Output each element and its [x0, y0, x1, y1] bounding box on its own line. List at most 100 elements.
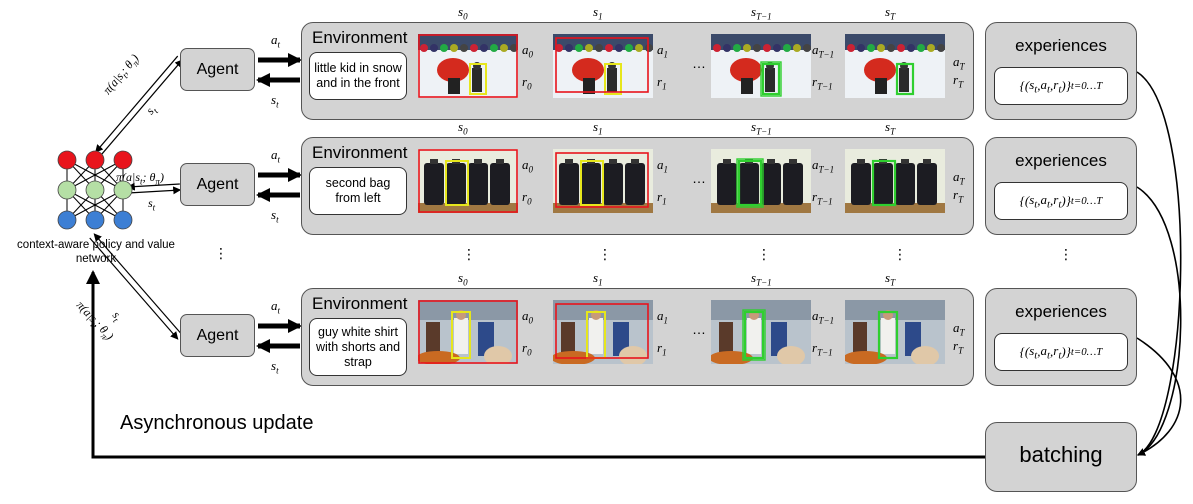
state-image-scene	[845, 149, 945, 213]
state-label: s0	[458, 270, 468, 288]
reward-label: rT−1	[812, 189, 833, 207]
agent-action-label: at	[271, 147, 281, 165]
state-image-scene	[711, 34, 811, 98]
action-label: a0	[522, 308, 533, 326]
referring-phrase: little kid in snow and in the front	[309, 52, 407, 100]
network-node	[57, 210, 77, 230]
state-label: s1	[593, 270, 603, 288]
experiences-formula: {(st, at, rt)}t=0…T	[994, 182, 1128, 220]
policy-network-label: context-aware policy and value network	[17, 239, 175, 265]
state-image-scene	[711, 149, 811, 213]
state-image	[553, 300, 653, 364]
agent-action-label: at	[271, 32, 281, 50]
reward-label: r1	[657, 74, 667, 92]
policy-arrow	[128, 186, 182, 195]
row-ellipsis: ⋮	[598, 247, 612, 263]
policy-state-label: st	[148, 196, 156, 213]
sequence-ellipsis: …	[692, 321, 706, 337]
reward-label: r1	[657, 340, 667, 358]
reward-label: r0	[522, 189, 532, 207]
action-label: a1	[657, 42, 668, 60]
policy-label: π(a|st; θπ)	[116, 170, 164, 187]
experiences-formula: {(st, at, rt)}t=0…T	[994, 67, 1128, 105]
state-label: sT−1	[751, 270, 772, 288]
experience-to-batching-curve	[1136, 186, 1182, 456]
state-image	[711, 300, 811, 364]
policy-network-icon	[57, 150, 133, 230]
state-image-scene	[845, 34, 945, 98]
row-ellipsis: ⋮	[1059, 247, 1073, 263]
agent-box: Agent	[180, 163, 255, 206]
network-node	[85, 210, 105, 230]
state-image	[711, 34, 811, 98]
network-node	[85, 150, 105, 170]
state-label: sT	[885, 4, 896, 22]
environment-title: Environment	[312, 294, 408, 313]
network-node	[113, 150, 133, 170]
network-node	[57, 150, 77, 170]
experiences-title: experiences	[1015, 302, 1107, 321]
state-label: sT−1	[751, 119, 772, 137]
action-label: a0	[522, 157, 533, 175]
state-image	[418, 300, 518, 364]
action-label: aT−1	[812, 308, 835, 326]
state-label: sT−1	[751, 4, 772, 22]
row-ellipsis: ⋮	[462, 247, 476, 263]
state-image-scene	[845, 300, 945, 364]
final-reward-label: rT	[953, 72, 964, 90]
state-image	[553, 149, 653, 213]
row-ellipsis: ⋮	[757, 247, 771, 263]
state-feedback-arrow	[95, 55, 179, 153]
experiences-formula: {(st, at, rt)}t=0…T	[994, 333, 1128, 371]
state-label: s0	[458, 119, 468, 137]
state-image-scene	[418, 34, 518, 98]
final-action-label: aT	[953, 54, 965, 72]
async-update-arrow	[86, 270, 985, 459]
policy-arrow	[89, 237, 179, 340]
state-image	[418, 34, 518, 98]
agent-column-ellipsis: ⋮	[214, 246, 228, 262]
final-action-label: aT	[953, 169, 965, 187]
reward-label: r0	[522, 74, 532, 92]
state-image-scene	[711, 300, 811, 364]
state-label: s0	[458, 4, 468, 22]
sequence-ellipsis: …	[692, 170, 706, 186]
reward-label: r0	[522, 340, 532, 358]
experience-to-batching-curve	[1136, 337, 1182, 456]
state-image	[553, 34, 653, 98]
state-image	[845, 149, 945, 213]
agent-state-label: st	[271, 358, 279, 376]
agent-action-label: at	[271, 298, 281, 316]
batching-label: batching	[1019, 442, 1103, 467]
state-label: sT	[885, 270, 896, 288]
action-label: aT−1	[812, 42, 835, 60]
action-label: aT−1	[812, 157, 835, 175]
sequence-ellipsis: …	[692, 55, 706, 71]
final-reward-label: rT	[953, 187, 964, 205]
agent-box: Agent	[180, 314, 255, 357]
action-label: a1	[657, 157, 668, 175]
state-image	[418, 149, 518, 213]
state-image-scene	[553, 34, 653, 98]
action-label: a1	[657, 308, 668, 326]
agent-box: Agent	[180, 48, 255, 91]
network-node	[85, 180, 105, 200]
referring-phrase: guy white shirt with shorts and strap	[309, 318, 407, 376]
state-label: sT	[885, 119, 896, 137]
final-action-label: aT	[953, 320, 965, 338]
async-update-label: Asynchronous update	[120, 412, 314, 434]
reward-label: r1	[657, 189, 667, 207]
row-ellipsis: ⋮	[893, 247, 907, 263]
experiences-title: experiences	[1015, 151, 1107, 170]
state-feedback-arrow	[93, 233, 183, 336]
state-label: s1	[593, 4, 603, 22]
state-image-scene	[418, 300, 518, 364]
network-node	[113, 210, 133, 230]
state-label: s1	[593, 119, 603, 137]
agent-state-label: st	[271, 92, 279, 110]
experiences-title: experiences	[1015, 36, 1107, 55]
reward-label: rT−1	[812, 74, 833, 92]
state-image-scene	[553, 149, 653, 213]
environment-title: Environment	[312, 28, 408, 47]
